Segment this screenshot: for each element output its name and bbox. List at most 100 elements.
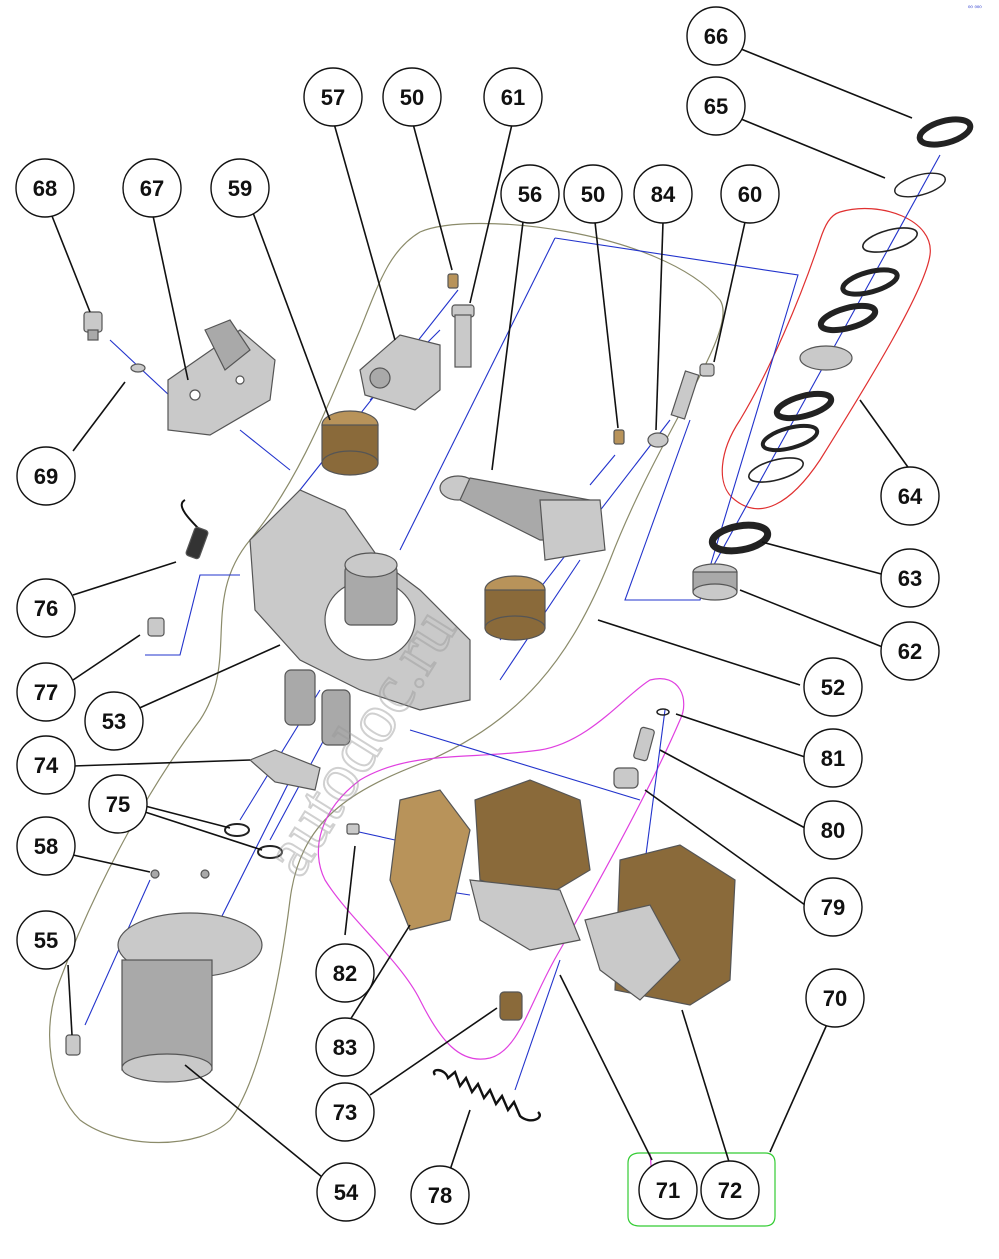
part-78-spring <box>432 1068 541 1122</box>
callout-82: 82 <box>315 943 375 1003</box>
callout-50-mid: 50 <box>563 164 623 224</box>
part-81-clip <box>656 708 670 716</box>
callout-57: 57 <box>303 67 363 127</box>
callout-77: 77 <box>16 662 76 722</box>
svg-text:57: 57 <box>321 85 345 110</box>
svg-text:79: 79 <box>821 895 845 920</box>
svg-text:64: 64 <box>898 484 923 509</box>
svg-text:50: 50 <box>581 182 605 207</box>
callout-61: 61 <box>483 67 543 127</box>
svg-text:68: 68 <box>33 176 57 201</box>
callout-50-top: 50 <box>382 67 442 127</box>
part-68-bolt <box>83 311 103 341</box>
svg-text:77: 77 <box>34 680 58 705</box>
svg-text:63: 63 <box>898 566 922 591</box>
part-84-nut <box>647 432 669 448</box>
part-55-stud <box>65 1034 81 1056</box>
svg-text:69: 69 <box>34 464 58 489</box>
part-69-washer <box>130 363 146 373</box>
part-82-nipple <box>346 823 360 835</box>
callout-76: 76 <box>16 578 76 638</box>
svg-text:71: 71 <box>656 1178 680 1203</box>
svg-text:59: 59 <box>228 176 252 201</box>
callout-84: 84 <box>633 164 693 224</box>
group-outline-71 <box>317 678 685 1060</box>
callout-71: 71 <box>638 1160 698 1220</box>
leader-lines <box>49 48 913 1178</box>
svg-text:81: 81 <box>821 746 845 771</box>
callout-58: 58 <box>16 816 76 876</box>
callout-69: 69 <box>16 446 76 506</box>
callout-54: 54 <box>316 1162 376 1222</box>
part-57-upper-arm <box>359 334 441 411</box>
callout-60: 60 <box>720 164 780 224</box>
part-72-shoe <box>584 844 736 1006</box>
part-61-pin <box>451 304 475 368</box>
part-50-fitting-upper <box>447 273 459 289</box>
group-outline-64 <box>721 207 931 510</box>
svg-text:50: 50 <box>400 85 424 110</box>
part-50-fitting-mid <box>613 429 625 445</box>
callout-72: 72 <box>700 1160 760 1220</box>
svg-text:65: 65 <box>704 94 728 119</box>
callout-75: 75 <box>88 774 148 834</box>
callout-56: 56 <box>500 164 560 224</box>
corner-mark: ⁰⁰ ⁰⁰⁰ <box>968 5 982 12</box>
svg-text:60: 60 <box>738 182 762 207</box>
part-74-plate <box>248 749 321 791</box>
part-53-knuckle <box>249 489 471 746</box>
part-73-sleeve <box>499 991 523 1021</box>
callout-67: 67 <box>122 158 182 218</box>
svg-text:83: 83 <box>333 1035 357 1060</box>
callout-73: 73 <box>315 1082 375 1142</box>
svg-text:62: 62 <box>898 639 922 664</box>
svg-text:58: 58 <box>34 834 58 859</box>
group-outline-70 <box>627 1152 776 1227</box>
svg-text:84: 84 <box>651 182 676 207</box>
callout-64: 64 <box>880 466 940 526</box>
svg-text:54: 54 <box>334 1180 359 1205</box>
svg-text:56: 56 <box>518 182 542 207</box>
svg-text:74: 74 <box>34 753 59 778</box>
callout-52: 52 <box>803 657 863 717</box>
svg-text:75: 75 <box>106 792 130 817</box>
callout-80: 80 <box>803 800 863 860</box>
callout-53: 53 <box>84 691 144 751</box>
part-76-sensor <box>180 499 209 560</box>
part-83-shoe-lining <box>389 789 471 931</box>
part-58-nipple-b <box>200 869 210 879</box>
part-75-clip-b <box>257 845 283 859</box>
part-56-steering-arm <box>439 475 606 561</box>
svg-text:52: 52 <box>821 675 845 700</box>
svg-text:67: 67 <box>140 176 164 201</box>
callout-62: 62 <box>880 621 940 681</box>
callout-63: 63 <box>880 548 940 608</box>
svg-text:82: 82 <box>333 961 357 986</box>
svg-text:53: 53 <box>102 709 126 734</box>
part-59-bushing <box>321 410 379 476</box>
part-58-nipple-a <box>150 869 160 879</box>
callout-65: 65 <box>686 76 746 136</box>
part-64-ring-stack <box>748 227 918 483</box>
callout-70: 70 <box>805 968 865 1028</box>
callout-74: 74 <box>16 735 76 795</box>
callout-55: 55 <box>16 910 76 970</box>
part-62-bushing <box>692 563 738 601</box>
callout-66: 66 <box>686 6 746 66</box>
svg-text:73: 73 <box>333 1100 357 1125</box>
part-54-hub <box>117 912 263 1083</box>
callout-68: 68 <box>15 158 75 218</box>
part-60-bolt <box>670 363 715 420</box>
callout-59: 59 <box>210 158 270 218</box>
svg-text:76: 76 <box>34 596 58 621</box>
part-65-ring <box>894 172 946 198</box>
svg-text:61: 61 <box>501 85 525 110</box>
svg-text:78: 78 <box>428 1183 452 1208</box>
svg-text:72: 72 <box>718 1178 742 1203</box>
svg-text:80: 80 <box>821 818 845 843</box>
part-66-ring <box>916 116 974 148</box>
part-75-clip-a <box>224 823 250 837</box>
part-77-sleeve <box>147 617 165 637</box>
part-79-bushing <box>613 767 639 789</box>
